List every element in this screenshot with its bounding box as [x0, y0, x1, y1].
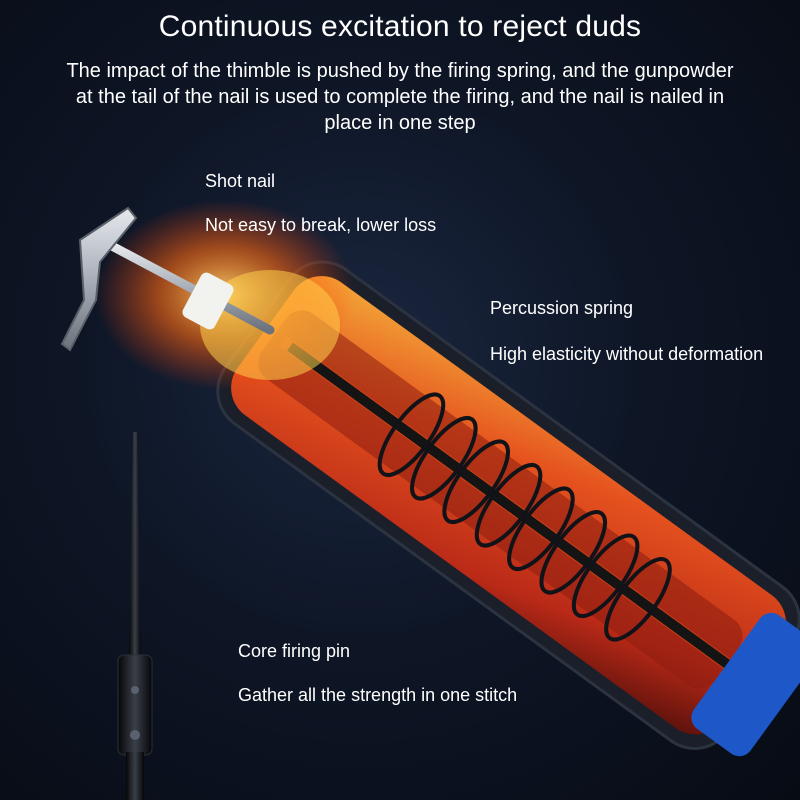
pin-desc: Gather all the strength in one stitch — [238, 685, 518, 705]
percussion-spring — [377, 392, 672, 642]
spring-desc: High elasticity without deformation — [490, 344, 764, 364]
shot-nail-label: Shot nail — [205, 171, 276, 191]
page-title: Continuous excitation to reject duds — [158, 10, 642, 43]
tool-shell — [216, 260, 800, 757]
shot-nail — [60, 206, 275, 352]
core-firing-pin — [117, 432, 153, 800]
pin-label: Core firing pin — [238, 641, 351, 661]
page-subtitle: The impact of the thimble is pushed by t… — [66, 60, 734, 134]
shot-nail-desc: Not easy to break, lower loss — [205, 215, 437, 235]
spring-label: Percussion spring — [490, 298, 634, 318]
